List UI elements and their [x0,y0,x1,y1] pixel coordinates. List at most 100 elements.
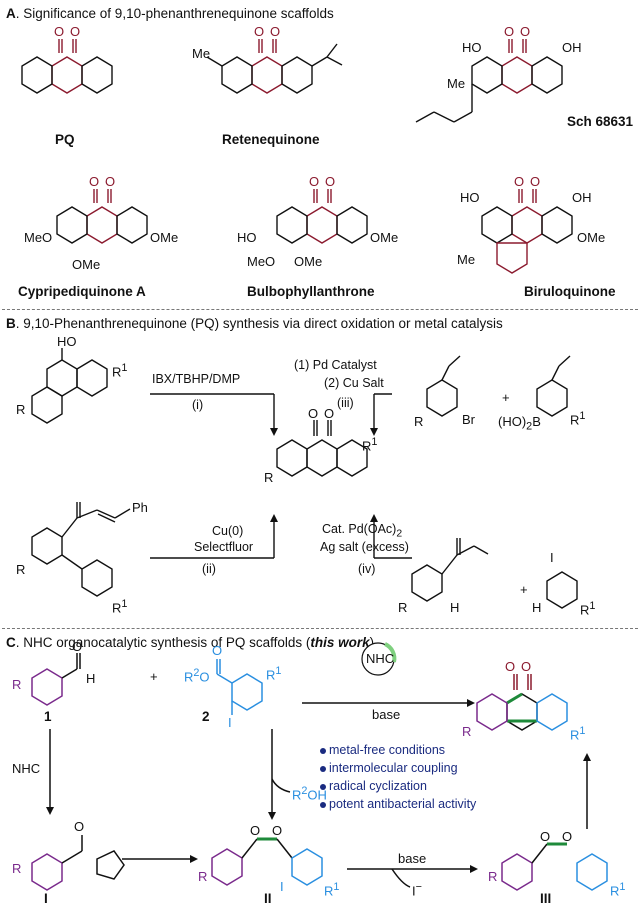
bulbophyllanthrone-structure [276,189,368,244]
panel-b-scheme [31,348,578,609]
compound-pq: PQ [55,132,75,147]
phenanthrol-r: R [16,402,26,417]
cyp-o2: O [105,174,116,189]
panel-b-title: B. 9,10-Phenanthrenequinone (PQ) synthes… [6,316,503,331]
chalcone-ph: Ph [132,500,148,515]
cond-iii-1: (1) Pd Catalyst [294,358,377,372]
label-1: 1 [44,709,52,724]
chalcone-r: R [16,562,26,577]
ii-i: I [280,879,284,894]
cyp-ome1: OMe [150,230,179,245]
boronic-b: (HO)2B [498,414,541,433]
plus-c: + [150,669,158,684]
bullet-dot-icon [320,783,326,790]
bullet-item-1: intermolecular coupling [320,759,476,777]
bir-o2: O [530,174,541,189]
feature-bullets: metal-free conditions intermolecular cou… [320,741,476,813]
iii-r1: R1 [610,881,626,899]
label-III: III [540,891,552,906]
panel-b: B. 9,10-Phenanthrenequinone (PQ) synthes… [2,310,638,629]
bul-ome2: OMe [370,230,399,245]
bullet-dot-icon [320,801,326,808]
compound-bulbophyllanthrone: Bulbophyllanthrone [247,284,375,299]
sch-oh: OH [562,40,582,55]
phenanthrol-ho: HO [57,334,77,349]
breslow-o: O [74,819,85,834]
compound-biruloquinone: Biruloquinone [524,284,616,299]
c1-o: O [72,639,83,654]
label-II: II [264,891,272,906]
rq-o1: O [254,24,265,39]
cond-i-tag: (i) [192,398,204,412]
bullet-dot-icon [320,747,326,754]
sch-me: Me [447,76,466,91]
bullet-item-3: potent antibacterial activity [320,795,476,813]
cond-iv-1: Cat. Pd(OAc)2 [322,522,403,540]
bullet-dot-icon [320,765,326,772]
pq-structure [21,39,113,94]
bir-o1: O [514,174,525,189]
label-2: 2 [202,709,210,724]
pq-o2: O [70,24,81,39]
sch-o2: O [520,24,531,39]
prod-o2: O [521,659,532,674]
iii-o2: O [562,829,573,844]
iodo-r1: R1 [580,600,596,618]
iodo-i: I [550,550,554,565]
sch-ho: HO [462,40,482,55]
bul-ome1: OMe [294,254,323,269]
bromo-r: R [414,414,424,429]
nhc-catalyst: NHC [366,651,395,666]
cyp-o1: O [89,174,100,189]
panel-a: A. Significance of 9,10-phenanthrenequin… [2,2,638,310]
cond-iv-tag: (iv) [358,562,376,576]
bullet-item-0: metal-free conditions [320,741,476,759]
boronic-r1: R1 [570,410,586,428]
c2-i: I [228,715,232,730]
bul-o2: O [325,174,336,189]
panel-a-structures [21,39,573,274]
phenanthrol-r1: R1 [112,362,128,380]
bir-me: Me [457,252,476,267]
panel-c-title: C. NHC organocatalytic synthesis of PQ s… [6,635,375,650]
rq-o2: O [270,24,281,39]
bir-oh: OH [572,190,592,205]
panel-a-letter: A [6,6,16,21]
c1-h: H [86,671,96,686]
cond-ii-tag: (ii) [202,562,216,576]
ii-o2: O [272,823,283,838]
sch-68631-structure [415,39,563,123]
prod-o1: O [505,659,516,674]
cond-iv-2: Ag salt (excess) [320,540,409,554]
bir-ome: OMe [577,230,606,245]
iodide-label: I− [412,881,422,899]
glyoxal-h: H [450,600,460,615]
panel-b-title-text: . 9,10-Phenanthrenequinone (PQ) synthesi… [15,316,503,331]
retenequinone-structure [206,39,343,94]
panel-c-scheme [31,642,608,891]
pq-o1: O [54,24,65,39]
base2-label: base [398,851,427,866]
cond-i: IBX/TBHP/DMP [152,372,241,386]
ii-r: R [198,869,208,884]
label-I: I [44,891,48,906]
bromo-br: Br [462,412,475,427]
iii-r: R [488,869,498,884]
pq-center-r1: R1 [362,436,378,454]
bir-ho: HO [460,190,480,205]
r2oh: R2OH [292,785,327,803]
prod-r: R [462,724,472,739]
rq-me: Me [192,46,211,61]
panel-c-title-em: this work [310,635,370,650]
prod-r1: R1 [570,725,586,743]
cond-ii-2: Selectfluor [194,540,254,554]
panel-a-title-text: . Significance of 9,10-phenanthrenequino… [15,6,334,21]
iodo-h: H [532,600,542,615]
glyoxal-r: R [398,600,408,615]
compound-retenequinone: Retenequinone [222,132,320,147]
panel-c-letter: C [6,635,16,650]
bullet-item-2: radical cyclization [320,777,476,795]
bul-ho: HO [237,230,257,245]
plus-b: + [502,390,510,405]
iii-o1: O [540,829,551,844]
